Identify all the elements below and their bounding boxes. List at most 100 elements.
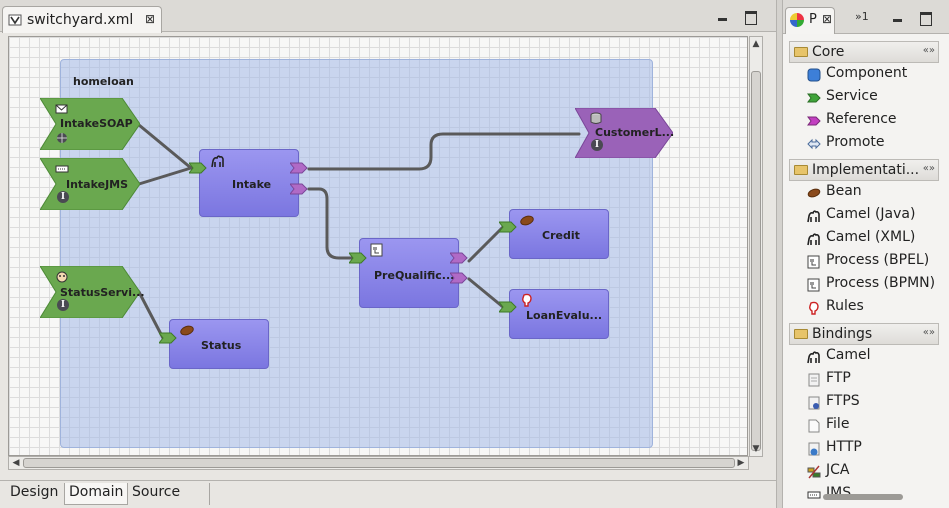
vertical-scrollbar[interactable]: ▲ ▼ xyxy=(749,36,763,457)
service-label: IntakeSOAP xyxy=(60,117,133,130)
collapse-icon[interactable]: «» xyxy=(922,327,935,338)
service-port-intake[interactable] xyxy=(189,162,207,174)
reference-port-prequalification-1[interactable] xyxy=(450,252,468,264)
component-loanevaluation[interactable]: LoanEvalu... xyxy=(509,289,609,339)
palette-item-file[interactable]: File xyxy=(807,416,943,436)
editor-tab-switchyard[interactable]: switchyard.xml ⊠ xyxy=(2,6,162,33)
palette-item-label: FTP xyxy=(826,370,851,386)
palette-item-process-bpel[interactable]: Process (BPEL) xyxy=(807,252,943,272)
close-icon[interactable]: ⊠ xyxy=(822,12,833,26)
editor-tab-label: switchyard.xml xyxy=(27,12,134,28)
palette-item-label: Process (BPEL) xyxy=(826,252,930,268)
tab-palette[interactable]: P ⊠ xyxy=(785,7,835,34)
close-icon[interactable]: ⊠ xyxy=(145,12,156,26)
palette-item-process-bpmn[interactable]: Process (BPMN) xyxy=(807,275,943,295)
scroll-thumb[interactable] xyxy=(751,71,761,451)
palette-item-service[interactable]: Service xyxy=(807,88,943,108)
camel-icon xyxy=(211,155,224,168)
collapse-icon[interactable]: «» xyxy=(922,45,935,56)
folder-icon xyxy=(794,47,808,57)
palette-view: P ⊠ »1 Core «» Component Service Referen… xyxy=(782,0,949,508)
diagram-canvas[interactable]: homeloan xyxy=(8,36,748,456)
reference-port-intake-2[interactable] xyxy=(290,183,308,195)
more-views-icon[interactable]: »1 xyxy=(855,10,869,23)
palette-item-label: Camel (Java) xyxy=(826,206,916,222)
tab-design[interactable]: Design xyxy=(10,484,59,500)
palette-item-camel-binding[interactable]: Camel xyxy=(807,347,943,367)
switchyard-editor: switchyard.xml ⊠ homeloan xyxy=(0,0,776,508)
wires-layer xyxy=(137,123,581,340)
component-icon xyxy=(807,68,821,82)
palette-item-ftps[interactable]: FTPS xyxy=(807,393,943,413)
soap-envelope-icon xyxy=(55,104,68,114)
service-label: IntakeJMS xyxy=(66,178,129,191)
maximize-icon[interactable] xyxy=(919,10,933,26)
component-credit[interactable]: Credit xyxy=(509,209,609,259)
interface-badge-icon: I xyxy=(57,191,69,203)
reference-port-intake-1[interactable] xyxy=(290,162,308,174)
palette-item-rules[interactable]: Rules xyxy=(807,298,943,318)
palette-item-label: Camel xyxy=(826,347,871,363)
service-port-loanevaluation[interactable] xyxy=(499,301,517,313)
camel-icon xyxy=(807,351,820,364)
palette-item-component[interactable]: Component xyxy=(807,65,943,85)
scroll-right-icon[interactable]: ▶ xyxy=(737,458,745,468)
horizontal-scrollbar[interactable]: ◀ ▶ xyxy=(8,456,749,470)
scroll-up-icon[interactable]: ▲ xyxy=(752,39,760,49)
minimize-icon[interactable] xyxy=(891,10,905,24)
service-statusservice[interactable]: I StatusServi... xyxy=(40,266,145,318)
wire-prequal-loaneval xyxy=(467,277,505,309)
tab-source[interactable]: Source xyxy=(128,483,210,505)
scroll-left-icon[interactable]: ◀ xyxy=(12,458,20,468)
folder-icon xyxy=(794,165,808,175)
drawer-label: Core xyxy=(812,44,845,60)
palette-item-label: Bean xyxy=(826,183,862,199)
wire-statusservice-status xyxy=(137,290,165,340)
drawer-implementation[interactable]: Implementati... «» xyxy=(789,159,939,181)
palette-item-camel-xml[interactable]: Camel (XML) xyxy=(807,229,943,249)
service-intakesoap[interactable]: IntakeSOAP xyxy=(40,98,140,150)
maximize-icon[interactable] xyxy=(744,9,758,25)
palette-item-label: Component xyxy=(826,65,908,81)
bean-icon xyxy=(807,188,821,198)
editor-page-tabs: Design Domain Source xyxy=(0,480,776,508)
component-label: Status xyxy=(201,339,242,352)
database-icon xyxy=(590,112,602,124)
palette-item-promote[interactable]: Promote xyxy=(807,134,943,154)
drawer-label: Bindings xyxy=(812,326,873,342)
camel-icon xyxy=(807,210,820,223)
scroll-down-icon[interactable]: ▼ xyxy=(752,444,760,454)
scroll-thumb[interactable] xyxy=(23,458,735,468)
view-sash[interactable] xyxy=(776,0,782,508)
palette-item-label: Service xyxy=(826,88,878,104)
service-port-prequalification[interactable] xyxy=(349,252,367,264)
component-prequalification[interactable]: PreQualific... xyxy=(359,238,459,308)
palette-item-camel-java[interactable]: Camel (Java) xyxy=(807,206,943,226)
drawer-bindings[interactable]: Bindings «» xyxy=(789,323,939,345)
process-icon xyxy=(807,255,820,269)
palette-item-label: File xyxy=(826,416,850,432)
service-port-credit[interactable] xyxy=(499,221,517,233)
palette-item-ftp[interactable]: FTP xyxy=(807,370,943,390)
reference-customerlookup[interactable]: I CustomerL... xyxy=(575,108,674,158)
drawer-core[interactable]: Core «» xyxy=(789,41,939,63)
http-icon xyxy=(808,442,820,456)
collapse-icon[interactable]: «» xyxy=(922,163,935,174)
minimize-icon[interactable] xyxy=(716,9,730,23)
palette-item-bean[interactable]: Bean xyxy=(807,183,943,203)
tab-domain[interactable]: Domain xyxy=(64,483,129,505)
palette-item-http[interactable]: HTTP xyxy=(807,439,943,459)
palette-item-jca[interactable]: JCA xyxy=(807,462,943,482)
component-status[interactable]: Status xyxy=(169,319,269,369)
palette-item-reference[interactable]: Reference xyxy=(807,111,943,131)
wire-intake-prequal xyxy=(307,187,359,260)
palette-scroll-indicator[interactable] xyxy=(823,494,903,500)
reference-port-prequalification-2[interactable] xyxy=(450,272,468,284)
component-label: Credit xyxy=(542,229,580,242)
file-icon xyxy=(808,419,820,433)
service-intakejms[interactable]: I IntakeJMS xyxy=(40,158,140,210)
component-label: Intake xyxy=(232,178,272,191)
service-port-status[interactable] xyxy=(159,332,177,344)
component-intake[interactable]: Intake xyxy=(199,149,299,217)
palette-item-label: Process (BPMN) xyxy=(826,275,936,291)
